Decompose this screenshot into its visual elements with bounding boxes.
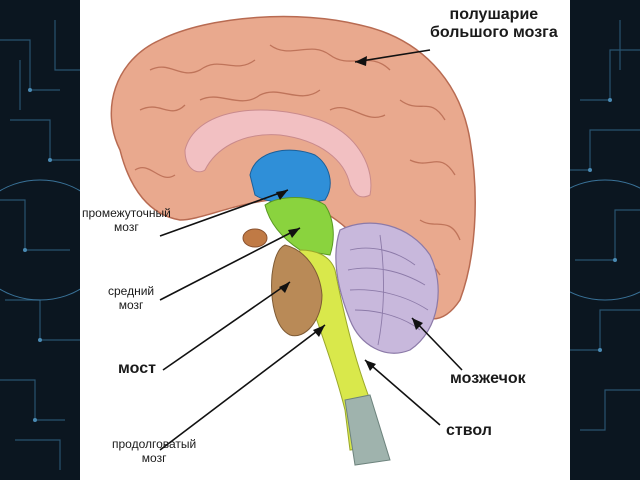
cerebellum xyxy=(335,222,439,354)
pointer-hemisphere xyxy=(354,49,431,63)
pointer-medulla xyxy=(159,324,326,451)
pointer-diencephalon xyxy=(159,189,289,237)
right-circuit-panel xyxy=(570,0,640,480)
pointer-midbrain xyxy=(159,227,301,301)
label-brainstem: ствол xyxy=(446,422,492,439)
label-hemisphere: полушарие большого мозга xyxy=(430,6,558,42)
pointer-cerebellum xyxy=(411,317,463,371)
pointer-pons xyxy=(162,281,291,371)
label-cerebellum: мозжечок xyxy=(450,370,526,387)
pituitary-gland xyxy=(242,228,268,248)
lateral-ventricle xyxy=(249,149,331,204)
thalamus xyxy=(264,197,334,256)
label-midbrain: средний мозг xyxy=(108,284,155,312)
medulla-lower xyxy=(344,394,391,466)
pointer-brainstem xyxy=(364,359,441,426)
corpus-callosum xyxy=(184,109,372,198)
label-diencephalon: промежуточный мозг xyxy=(82,206,171,234)
label-pons: мост xyxy=(118,360,156,377)
label-medulla: продолговатый мозг xyxy=(112,437,197,465)
left-circuit-panel xyxy=(0,0,80,480)
pons xyxy=(271,244,323,337)
